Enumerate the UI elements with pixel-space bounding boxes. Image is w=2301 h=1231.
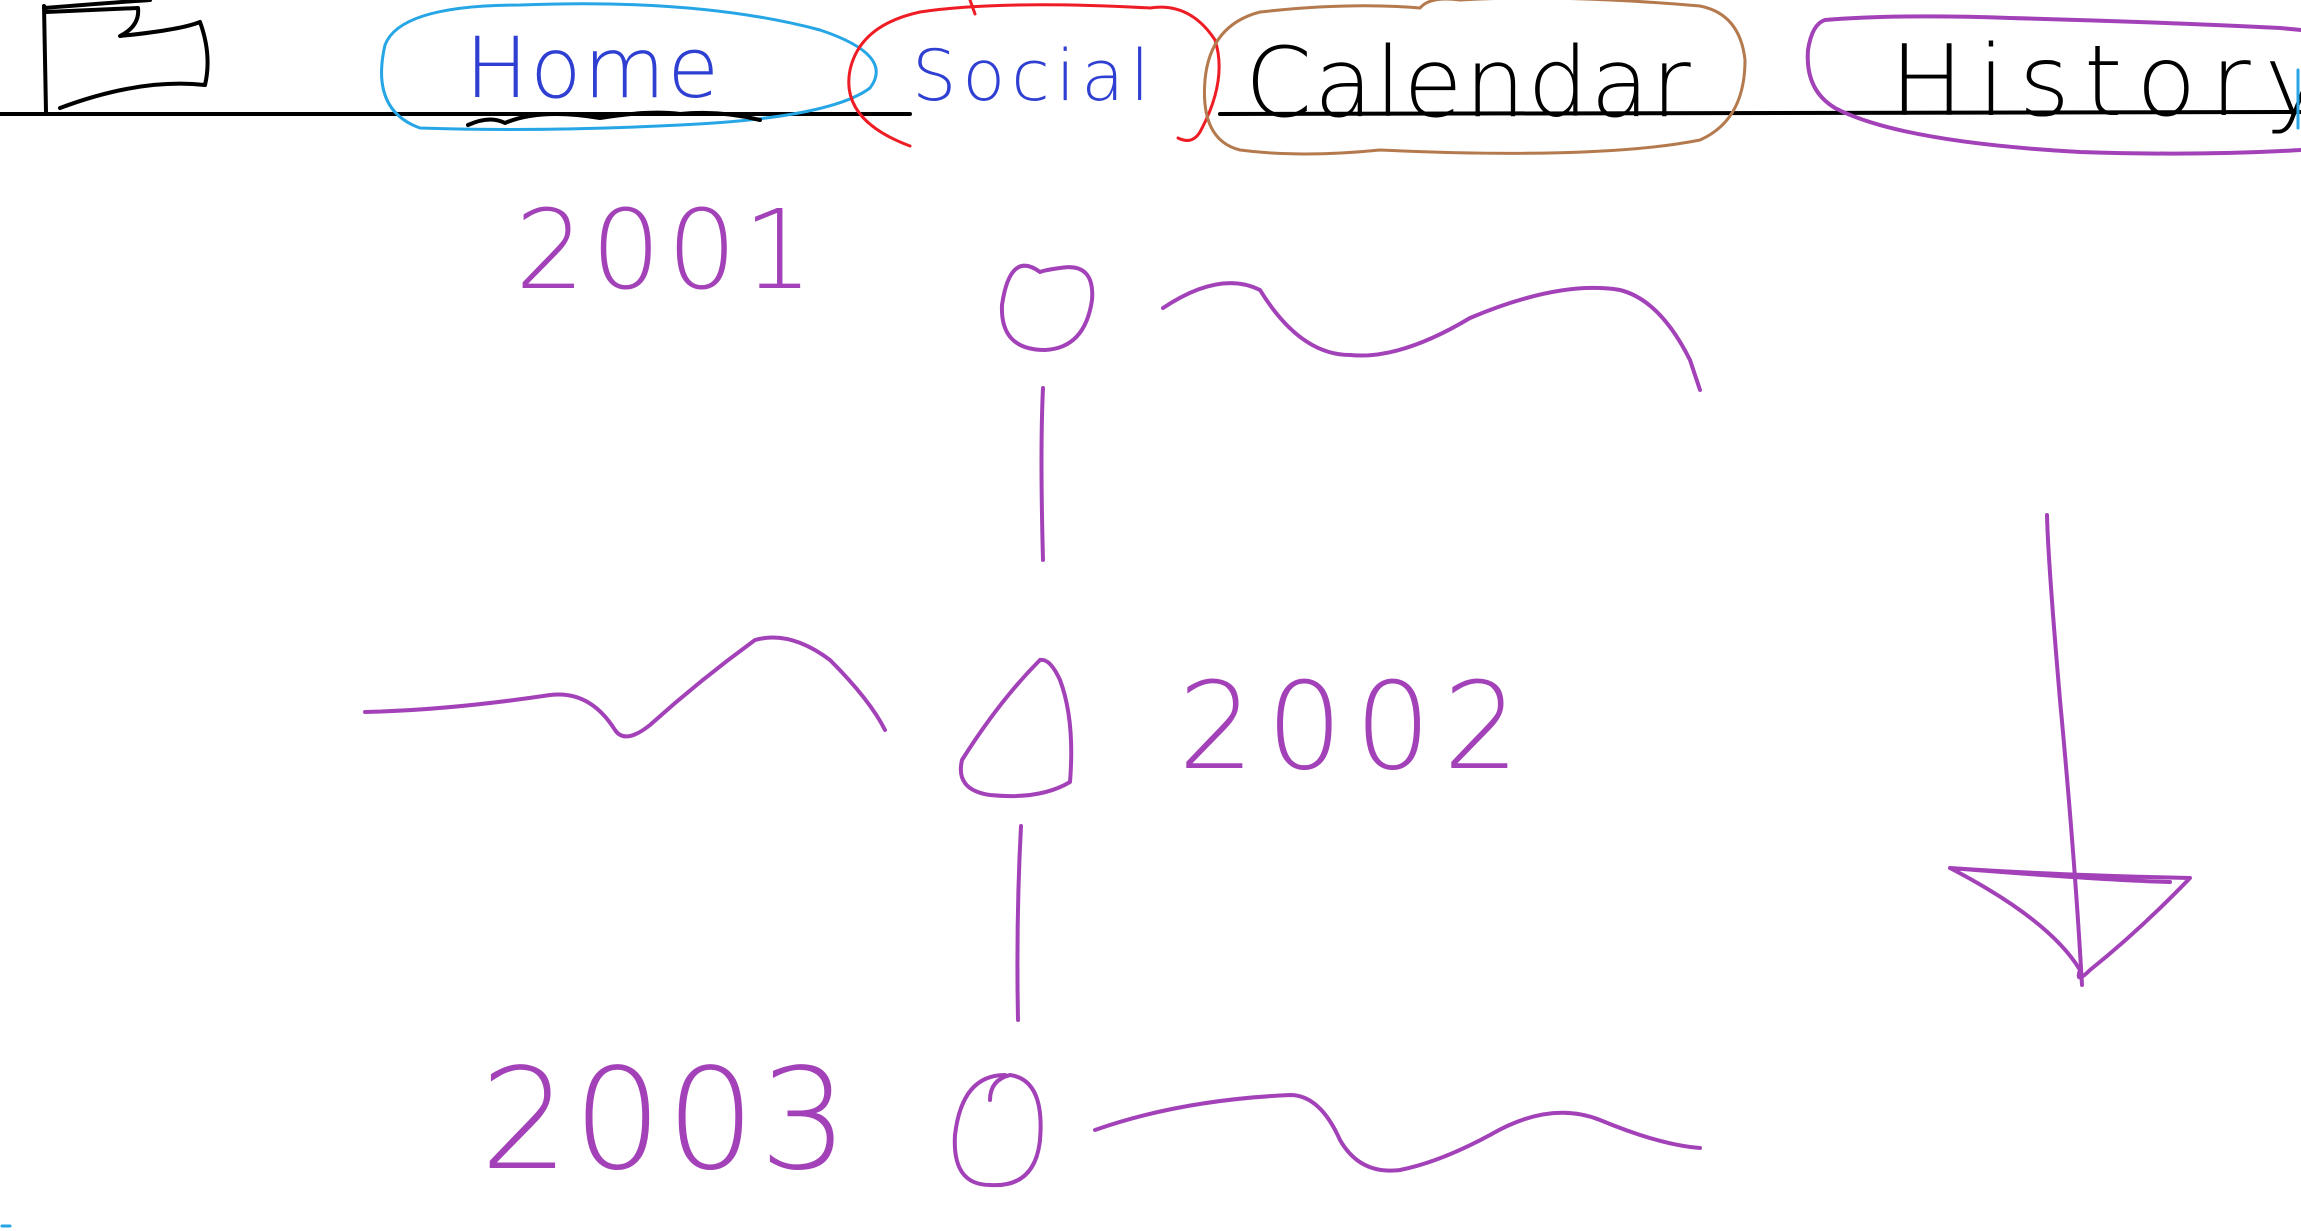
home-underline-scribble bbox=[466, 110, 762, 127]
header-divider bbox=[0, 110, 2301, 116]
timeline-year-2001: 2001 bbox=[515, 186, 819, 314]
timeline-node-2001[interactable] bbox=[999, 263, 1095, 352]
timeline-year-2003: 2003 bbox=[480, 1039, 852, 1202]
history-tab-circle bbox=[1805, 14, 2301, 156]
tab-home[interactable]: Home bbox=[380, 2, 878, 131]
timeline-year-2002: 2002 bbox=[1178, 658, 1531, 797]
down-arrow-icon[interactable] bbox=[1948, 513, 2192, 987]
calendar-tab-label: Calendar bbox=[1245, 27, 1693, 139]
home-tab-circle bbox=[380, 2, 878, 131]
tab-history[interactable]: History bbox=[1805, 14, 2301, 156]
calendar-tab-circle bbox=[1202, 0, 1747, 156]
timeline-node-2003[interactable] bbox=[952, 1073, 1043, 1188]
flag-icon[interactable] bbox=[42, 0, 210, 114]
content-placeholder-2001 bbox=[1161, 281, 1702, 392]
social-tab-circle bbox=[847, 3, 1221, 148]
tab-social[interactable]: Social bbox=[847, 0, 1221, 148]
timeline-node-2002[interactable] bbox=[958, 657, 1074, 799]
home-tab-label: Home bbox=[465, 19, 721, 117]
tab-calendar[interactable]: Calendar bbox=[1202, 0, 1747, 156]
content-placeholder-2003 bbox=[1093, 1093, 1702, 1173]
content-placeholder-2002 bbox=[363, 635, 887, 739]
timeline-connector-2 bbox=[1015, 824, 1023, 1022]
history-tab-label: History bbox=[1890, 25, 2301, 139]
social-tab-label: Social bbox=[912, 35, 1156, 117]
timeline-connector-1 bbox=[1039, 386, 1045, 562]
social-tab-tick bbox=[968, 0, 977, 16]
